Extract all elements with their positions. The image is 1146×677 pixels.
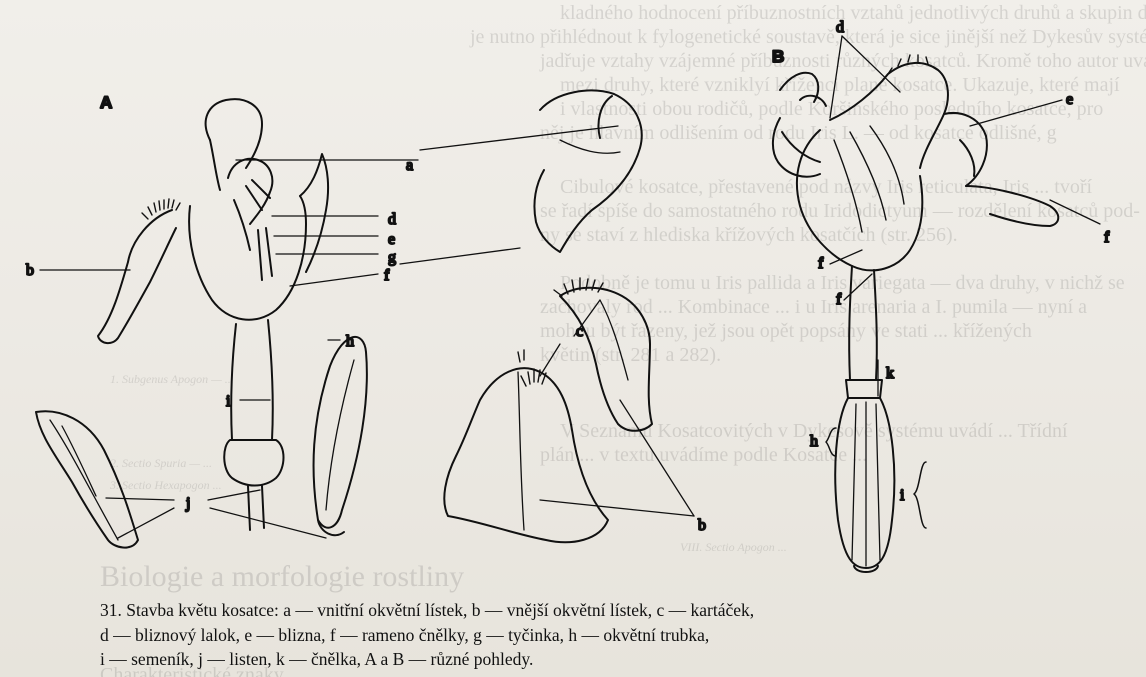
style-arm-inner bbox=[234, 180, 270, 250]
outer-tepal-detached-b bbox=[444, 350, 608, 542]
label-f-far-right: f bbox=[1104, 229, 1110, 246]
label-f-right1: f bbox=[818, 255, 824, 272]
label-i-middle: i bbox=[226, 393, 231, 410]
label-d-middle: d bbox=[388, 211, 396, 228]
label-c: c bbox=[576, 323, 583, 340]
flower-cup bbox=[189, 196, 306, 320]
pedicel bbox=[248, 486, 264, 530]
label-f-middle: f bbox=[384, 267, 390, 284]
brace-h-i bbox=[826, 428, 926, 528]
label-h-middle: h bbox=[346, 333, 354, 350]
bract-left bbox=[36, 411, 138, 547]
label-view-b: B bbox=[772, 47, 784, 66]
label-d-top: d bbox=[836, 19, 844, 36]
outer-tepal-detached-c bbox=[554, 278, 652, 431]
label-i-right: i bbox=[900, 487, 905, 504]
label-k: k bbox=[886, 365, 894, 382]
label-j: j bbox=[185, 495, 190, 512]
ovary bbox=[224, 440, 283, 486]
label-view-a: A bbox=[100, 93, 112, 112]
caption-line-3: i — semeník, j — listen, k — čnělka, A a… bbox=[100, 647, 1120, 672]
label-b-left: b bbox=[26, 262, 34, 279]
inner-tepal-detached-a bbox=[534, 91, 641, 252]
perianth-tube bbox=[231, 320, 273, 440]
bract-a bbox=[314, 337, 367, 528]
label-e-middle: e bbox=[388, 231, 395, 248]
flower-view-b bbox=[773, 55, 1058, 572]
inner-tepal-center-edge bbox=[210, 140, 220, 190]
label-a: a bbox=[406, 157, 413, 174]
label-g: g bbox=[388, 249, 396, 266]
label-h-right: h bbox=[810, 433, 818, 450]
leader-lines bbox=[40, 36, 1100, 538]
label-f-right2: f bbox=[836, 291, 842, 308]
outer-tepal-left bbox=[98, 210, 176, 343]
caption-line-1: 31. Stavba květu kosatce: a — vnitřní ok… bbox=[100, 598, 1120, 623]
stamen-filament bbox=[258, 228, 272, 280]
label-b-right: b bbox=[698, 517, 706, 534]
figure-caption: 31. Stavba květu kosatce: a — vnitřní ok… bbox=[100, 598, 1120, 672]
flower-view-a bbox=[98, 99, 367, 535]
caption-line-2: d — bliznový lalok, e — blizna, f — rame… bbox=[100, 623, 1120, 648]
label-e-right: e bbox=[1066, 91, 1073, 108]
